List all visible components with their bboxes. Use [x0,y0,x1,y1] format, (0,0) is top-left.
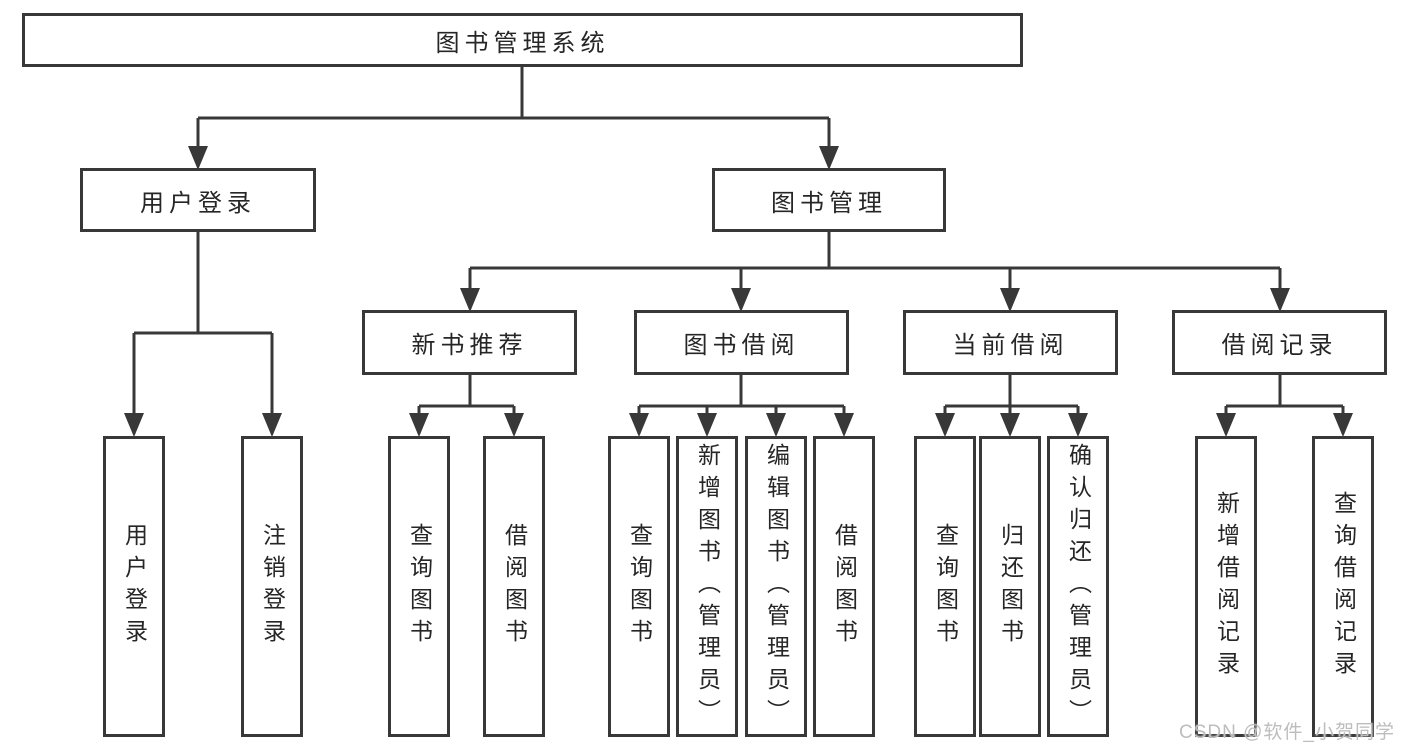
leaf-current-query-books-label: 查询图书 [932,522,959,651]
node-book-borrowing: 图书借阅 [634,310,849,375]
node-user-login: 用户登录 [80,168,316,232]
leaf-current-return-books: 归还图书 [979,436,1041,737]
node-new-book-recommend-label: 新书推荐 [411,332,528,359]
node-user-login-label: 用户登录 [140,189,256,217]
node-current-borrowing-label: 当前借阅 [952,332,1069,359]
node-root: 图书管理系统 [22,13,1023,67]
leaf-records-query-record-label: 查询借阅记录 [1330,490,1357,683]
leaf-borrowing-borrow-books: 借阅图书 [813,436,875,737]
leaf-logout-login-label: 注销登录 [259,522,286,651]
leaf-recommend-query-books: 查询图书 [388,436,450,737]
leaf-borrowing-edit-books-admin: 编辑图书（管理员） [745,436,807,737]
leaf-logout-login: 注销登录 [241,436,303,737]
csdn-watermark: CSDN @软件_小贺同学 [1179,722,1395,743]
leaf-current-confirm-return-admin: 确认归还（管理员） [1047,436,1109,737]
leaf-borrowing-edit-books-admin-label: 编辑图书（管理员） [763,442,790,731]
leaf-user-login-label: 用户登录 [121,522,148,651]
leaf-current-confirm-return-admin-label: 确认归还（管理员） [1065,442,1092,731]
leaf-user-login: 用户登录 [103,436,165,737]
leaf-recommend-query-books-label: 查询图书 [406,522,433,651]
leaf-borrowing-query-books: 查询图书 [608,436,670,737]
node-book-borrowing-label: 图书借阅 [683,332,800,359]
leaf-records-add-record-label: 新增借阅记录 [1213,490,1240,683]
leaf-borrowing-add-books-admin: 新增图书（管理员） [676,436,738,737]
node-borrowing-records: 借阅记录 [1172,310,1387,375]
leaf-borrowing-add-books-admin-label: 新增图书（管理员） [694,442,721,731]
leaf-records-add-record: 新增借阅记录 [1195,436,1257,737]
node-borrowing-records-label: 借阅记录 [1221,332,1338,359]
leaf-current-query-books: 查询图书 [914,436,976,737]
leaf-current-return-books-label: 归还图书 [997,522,1024,651]
leaf-recommend-borrow-books-label: 借阅图书 [501,522,528,651]
leaf-records-query-record: 查询借阅记录 [1312,436,1374,737]
node-book-management-label: 图书管理 [771,189,887,217]
node-root-label: 图书管理系统 [435,29,610,57]
leaf-borrowing-borrow-books-label: 借阅图书 [831,522,858,651]
leaf-recommend-borrow-books: 借阅图书 [483,436,545,737]
node-current-borrowing: 当前借阅 [903,310,1118,375]
leaf-borrowing-query-books-label: 查询图书 [626,522,653,651]
node-book-management: 图书管理 [712,168,946,232]
node-new-book-recommend: 新书推荐 [362,310,577,375]
